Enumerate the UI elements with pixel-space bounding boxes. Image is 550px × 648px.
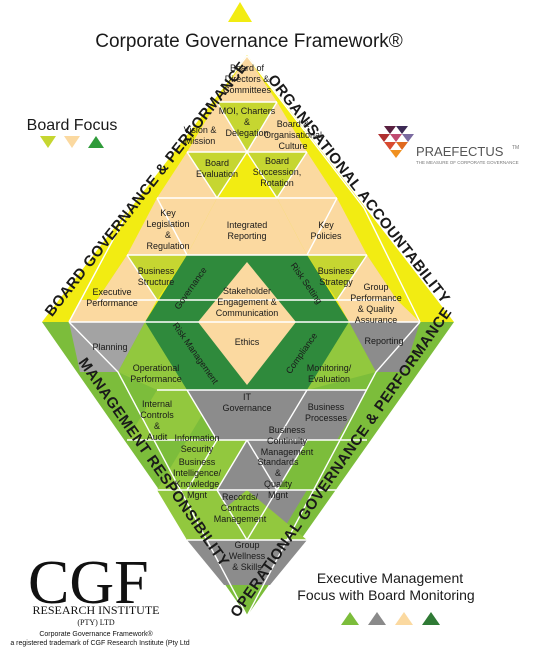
cell-board-eval [187,152,247,198]
cell-info-sec-b [187,440,247,490]
cgf-logo-text: CGF [28,549,149,617]
praefectus-tm: TM [512,145,519,151]
cell-board-culture [247,102,307,152]
cgf-line1: RESEARCH INSTITUTE [33,603,160,617]
cell-succession [247,152,307,198]
label-monitoring: Monitoring/Evaluation [307,363,352,384]
cell-group-performance-low [337,300,420,322]
board-focus-swatch-peach [64,136,80,148]
label-ethics: Ethics [235,337,260,347]
board-focus-swatch-green [88,136,104,148]
cgf-logo: CGF RESEARCH INSTITUTE (PTY) LTD Corpora… [10,549,189,647]
exec-swatch-green [341,612,359,625]
exec-swatch-peach [395,612,413,625]
cell-exec-performance [97,255,157,300]
cell-stakeholder [198,262,296,322]
cell-records [187,490,307,540]
praefectus-logo: PRAEFECTUS TM THE MEASURE OF CORPORATE G… [378,126,519,165]
label-planning: Planning [92,342,127,352]
cgf-line2: (PTY) LTD [77,618,114,627]
cell-key-legislation-top [157,152,217,198]
exec-swatch-grey [368,612,386,625]
cgf-footer2: a registered trademark of CGF Research I… [10,640,189,647]
grid-lines [68,55,421,617]
cell-reporting [349,322,420,372]
board-focus-swatch-lime [40,136,56,148]
exec-focus-line1: Executive Management [317,570,463,586]
cell-group-wellness [187,540,307,585]
board-focus-label: Board Focus [27,117,118,134]
cell-moi [217,102,277,152]
label-vision: Vision &Mission [184,125,217,146]
cell-ethics [198,322,296,385]
cell-exec-performance-low [69,300,157,322]
cell-monitoring [307,322,376,390]
cell-it-governance [187,390,307,440]
cell-op-perf-mid [118,372,187,390]
praefectus-name: PRAEFECTUS [416,144,504,159]
cell-group-performance [337,255,397,300]
top-triangle-mark [228,2,252,22]
cell-vision [187,102,247,152]
praefectus-tagline: THE MEASURE OF CORPORATE GOVERNANCE [416,160,519,165]
cgf-footer1: Corporate Governance Framework® [39,630,153,638]
exec-focus-line2: Focus with Board Monitoring [297,587,474,603]
cell-op-perf-top [118,322,187,390]
label-reporting: Reporting [364,336,403,346]
page-title: Corporate Governance Framework® [95,31,403,52]
exec-swatch-darkgreen [422,612,440,625]
label-moi: MOI, Charters&Delegation [219,106,276,138]
cell-board-of-directors [217,56,277,102]
cell-integrated-reporting [187,198,307,255]
cell-planning [69,322,145,372]
cell-key-policies-top [277,152,337,198]
